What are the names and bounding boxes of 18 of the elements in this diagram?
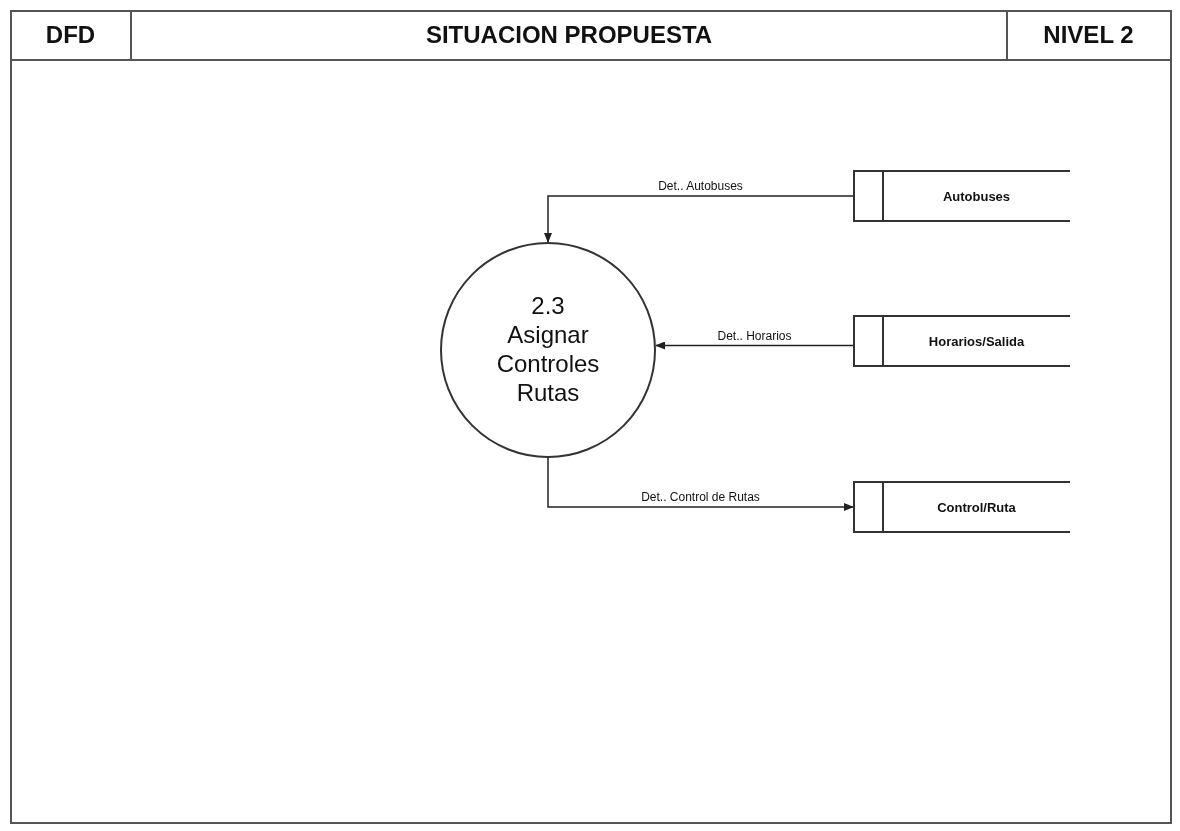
- data-flow-arrow: [547, 457, 854, 511]
- data-store: [853, 481, 1070, 533]
- data-flow-arrow: [544, 195, 854, 243]
- process-number: 2.3: [531, 292, 565, 322]
- store-name: Autobuses: [942, 188, 1011, 204]
- header-title: SITUACION PROPUESTA: [425, 21, 713, 49]
- process-name: Asignar Controles Rutas: [495, 321, 601, 408]
- edge-label: Det.. Autobuses: [656, 179, 745, 193]
- edge-label: Det.. Horarios: [715, 328, 794, 343]
- level-label: NIVEL 2: [1043, 21, 1134, 49]
- edge-label: Det.. Control de Rutas: [639, 490, 762, 504]
- store-name: Control/Ruta: [937, 499, 1016, 515]
- store-name: Horarios/Salida: [928, 333, 1025, 349]
- data-flow-arrow: [655, 341, 854, 350]
- data-store: [853, 170, 1070, 222]
- process-circle: [440, 242, 656, 458]
- data-store: [853, 315, 1070, 367]
- diagram-type-label: DFD: [45, 21, 96, 49]
